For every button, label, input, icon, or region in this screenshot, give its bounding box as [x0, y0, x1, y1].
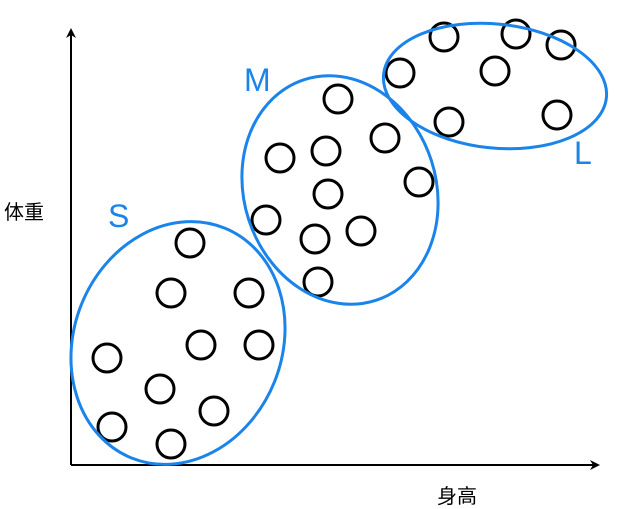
cluster-s-point — [155, 277, 187, 309]
cluster-s-point — [96, 411, 128, 443]
cluster-s-point — [144, 373, 176, 405]
cluster-m-outline — [240, 74, 440, 306]
x-axis-label: 身高 — [437, 484, 477, 508]
cluster-m-point — [299, 223, 331, 255]
cluster-m-point — [322, 83, 354, 115]
cluster-s-point — [174, 227, 206, 259]
cluster-m-point — [312, 178, 344, 210]
cluster-m-point — [250, 204, 282, 236]
y-axis-label: 体重 — [4, 200, 44, 224]
cluster-s-label: S — [108, 198, 130, 234]
cluster-m-point — [345, 215, 377, 247]
cluster-m-point — [369, 122, 401, 154]
cluster-s-outline — [69, 220, 287, 466]
cluster-l-point — [433, 106, 465, 138]
cluster-l-point — [541, 99, 573, 131]
cluster-s-point — [198, 395, 230, 427]
cluster-m-point — [403, 166, 435, 198]
cluster-s-point — [185, 329, 217, 361]
cluster-l-outline — [381, 21, 609, 151]
cluster-l-point — [479, 55, 511, 87]
cluster-s-point — [233, 277, 265, 309]
cluster-s-point — [91, 342, 123, 374]
cluster-l-label: L — [574, 135, 592, 171]
cluster-l-point — [384, 57, 416, 89]
cluster-m-point — [302, 266, 334, 298]
cluster-m-label: M — [244, 62, 271, 98]
cluster-s-point — [243, 329, 275, 361]
cluster-m-point — [310, 135, 342, 167]
cluster-m-point — [264, 142, 296, 174]
cluster-s-point — [155, 428, 187, 460]
